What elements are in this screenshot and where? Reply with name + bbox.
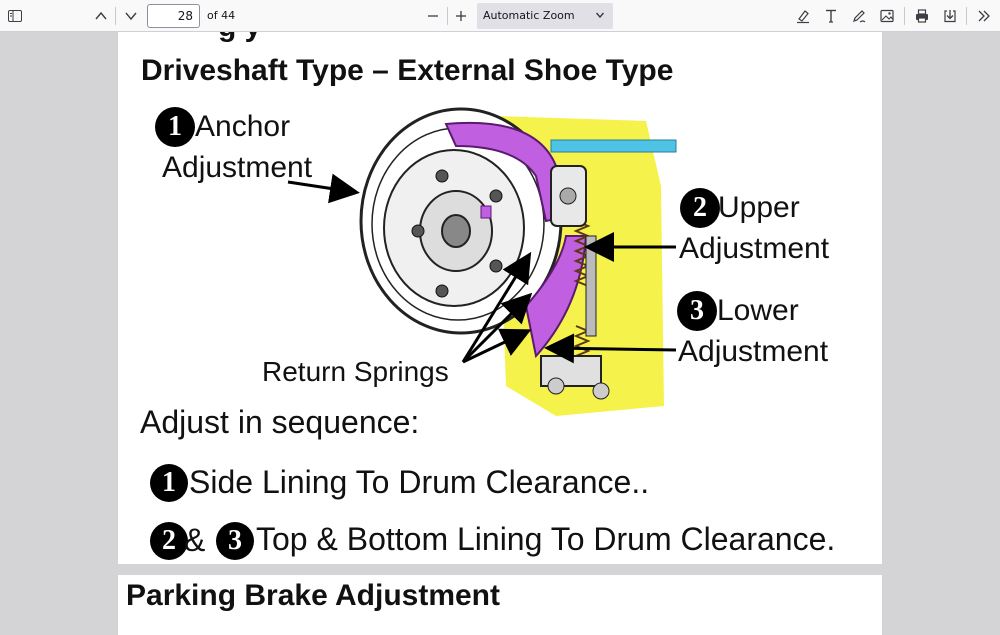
lever-arm bbox=[550, 139, 677, 153]
lower-label-line2: Adjustment bbox=[678, 335, 829, 368]
image-icon[interactable] bbox=[876, 5, 898, 27]
chevron-down-icon bbox=[595, 12, 605, 19]
text-icon[interactable] bbox=[820, 5, 842, 27]
step-number-3: 3 bbox=[216, 522, 254, 560]
highlight-icon[interactable] bbox=[792, 5, 814, 27]
upper-label: Upper bbox=[718, 191, 800, 224]
step-2-text: Top & Bottom Lining To Drum Clearance. bbox=[256, 521, 836, 557]
zoom-select-value: Automatic Zoom bbox=[483, 9, 575, 22]
sequence-heading: Adjust in sequence: bbox=[140, 404, 420, 440]
step-number-1: 1 bbox=[150, 464, 188, 502]
upper-label-line2: Adjustment bbox=[679, 232, 830, 265]
page-count-label: of 44 bbox=[207, 9, 236, 22]
toolbar-divider bbox=[904, 7, 905, 25]
zoom-select[interactable]: Automatic Zoom bbox=[477, 3, 613, 29]
save-icon[interactable] bbox=[939, 5, 961, 27]
callout-number-3: 3 bbox=[677, 291, 717, 331]
anchor-label: Anchor bbox=[195, 110, 291, 143]
next-page-title: Parking Brake Adjustment bbox=[126, 579, 500, 612]
lower-label: Lower bbox=[717, 294, 799, 327]
toolbar-divider bbox=[447, 7, 448, 25]
zoom-out-icon[interactable] bbox=[422, 5, 444, 27]
zoom-in-icon[interactable] bbox=[450, 5, 472, 27]
step-number-2: 2 bbox=[150, 522, 188, 560]
draw-icon[interactable] bbox=[848, 5, 870, 27]
toolbar-divider bbox=[966, 7, 967, 25]
more-tools-icon[interactable] bbox=[973, 5, 995, 27]
callout-arrows bbox=[287, 173, 677, 364]
page-number-input[interactable]: 28 bbox=[147, 4, 200, 28]
previous-page-icon[interactable] bbox=[90, 5, 112, 27]
callout-number-2: 2 bbox=[680, 188, 720, 228]
print-icon[interactable] bbox=[911, 5, 933, 27]
sidebar-toggle-icon[interactable] bbox=[4, 5, 26, 27]
step-1-text: Side Lining To Drum Clearance.. bbox=[189, 464, 650, 500]
toolbar-divider bbox=[115, 7, 116, 25]
anchor-label-line2: Adjustment bbox=[162, 151, 313, 184]
pdf-toolbar: 28 of 44 Automatic Zoom bbox=[0, 0, 1000, 32]
ampersand: & bbox=[184, 522, 206, 558]
callout-number-1: 1 bbox=[155, 107, 195, 147]
next-page-icon[interactable] bbox=[120, 5, 142, 27]
pdf-page: Parking Brake Adjustment bbox=[118, 575, 882, 635]
previous-heading-fragment: g y bbox=[218, 32, 261, 44]
page-title: Driveshaft Type – External Shoe Type bbox=[141, 54, 674, 87]
return-springs-label: Return Springs bbox=[262, 356, 449, 387]
pdf-page: g y Driveshaft Type – External Shoe Type bbox=[118, 32, 882, 564]
